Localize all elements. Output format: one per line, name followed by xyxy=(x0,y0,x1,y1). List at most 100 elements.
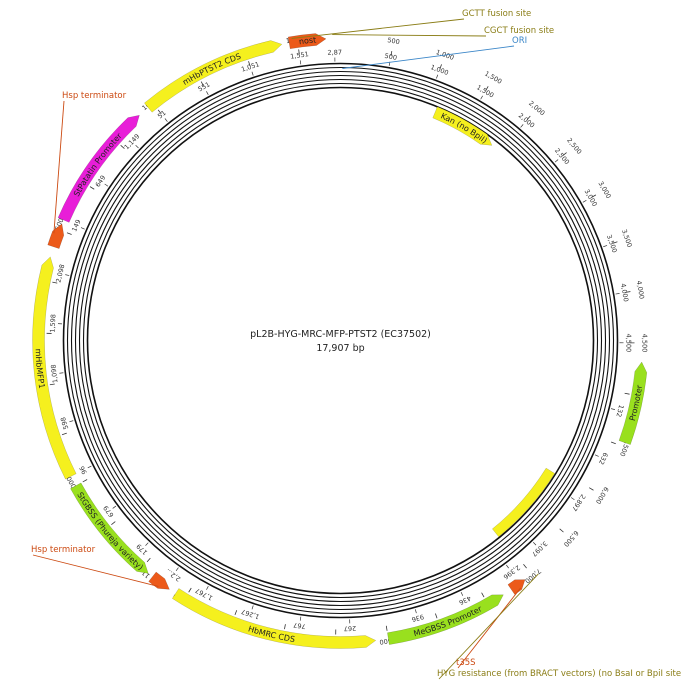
backbone-ring xyxy=(78,78,603,603)
inner-tick-mark xyxy=(615,293,620,295)
inner-tick-mark xyxy=(145,542,149,546)
outer-tick-mark xyxy=(120,144,125,149)
stgbss-feature xyxy=(70,482,149,574)
inner-tick-label: 4,500 xyxy=(624,334,632,353)
hyg-resistance-label-leader xyxy=(438,573,539,680)
outer-tick-label: 500 xyxy=(387,36,401,46)
outer-tick-label: 4,000 xyxy=(635,280,646,300)
outer-tick-mark xyxy=(625,291,631,293)
gctt-fusion-site-leader xyxy=(291,18,465,39)
outer-tick-label: 1,500 xyxy=(483,70,503,86)
inner-tick-mark xyxy=(69,420,74,423)
backbone-ring xyxy=(74,74,607,607)
inner-tick-label: 51 xyxy=(156,109,167,120)
inner-tick-mark xyxy=(582,200,587,203)
t35s-label: t35S xyxy=(456,658,476,668)
hsp-terminator-bottom-label-leader xyxy=(32,554,159,587)
inner-tick-label: 267 xyxy=(344,624,357,632)
inner-tick-label: 4,000 xyxy=(619,283,630,303)
inner-tick-label: 3,097 xyxy=(530,539,549,558)
outer-tick-label: 3,000 xyxy=(597,180,613,200)
hsp-terminator-top-feature xyxy=(47,223,65,249)
inner-tick-label: 2,098 xyxy=(54,263,66,283)
inner-tick-mark xyxy=(104,183,109,187)
stpatatin-promoter-feature xyxy=(57,114,140,223)
inner-tick-mark xyxy=(251,605,254,610)
kan-feature xyxy=(432,106,493,146)
inner-tick-mark xyxy=(460,591,464,596)
inner-tick-label: 2,500 xyxy=(553,147,571,166)
inner-tick-label: 1,267 xyxy=(240,607,260,620)
mhbptst2-cds-feature xyxy=(144,40,283,113)
outer-tick-mark xyxy=(385,625,388,631)
inner-tick-label: 3,500 xyxy=(605,234,619,254)
hbmrc-cds-feature xyxy=(171,588,377,649)
gctt-fusion-site: GCTT fusion site xyxy=(462,9,531,19)
nost-label: nost xyxy=(298,35,316,46)
plasmid-size: 17,907 bp xyxy=(316,343,364,354)
inner-tick-label: 1,051 xyxy=(240,60,260,73)
inner-tick-mark xyxy=(206,586,209,590)
inner-tick-label: 2,87 xyxy=(327,48,342,56)
outer-tick-mark xyxy=(559,528,564,533)
outer-tick-label: 6,000 xyxy=(594,485,610,505)
inner-tick-label: 936 xyxy=(411,612,425,623)
backbone-ring xyxy=(82,82,599,599)
inner-tick-mark xyxy=(112,505,117,509)
outer-tick-mark xyxy=(481,592,485,598)
hsp-terminator-top-label: Hsp terminator xyxy=(62,91,127,101)
inner-tick-label: 679 xyxy=(102,504,116,519)
outer-tick-mark xyxy=(485,86,489,91)
inner-tick-label: 1,000 xyxy=(429,63,449,77)
outer-tick-mark xyxy=(624,392,630,395)
inner-tick-mark xyxy=(436,74,439,79)
megbss-promoter-feature xyxy=(387,594,504,645)
outer-tick-label: 2,500 xyxy=(565,136,583,155)
outer-tick-mark xyxy=(66,232,72,235)
inner-tick-mark xyxy=(251,71,254,76)
backbone-ring xyxy=(70,70,611,611)
outer-tick-label: 3,500 xyxy=(620,228,634,248)
hsp-terminator-bottom-label: Hsp terminator xyxy=(31,545,96,555)
inner-tick-mark xyxy=(80,227,85,230)
inner-tick-mark xyxy=(164,118,168,122)
inner-tick-label: 436 xyxy=(458,594,473,607)
backbone-rings xyxy=(62,62,619,619)
inner-tick-mark xyxy=(532,541,537,546)
hbmrc-cds-label-text: HbMRC CDS xyxy=(247,624,296,644)
inner-tick-label: 632 xyxy=(597,451,609,466)
outer-tick-mark xyxy=(234,610,238,616)
backbone-ring xyxy=(62,62,619,619)
inner-tick-mark xyxy=(520,124,524,128)
inner-tick-mark xyxy=(299,60,302,65)
stgbss-label: StGBSS (Phureja variety) xyxy=(75,491,145,572)
inner-tick-mark xyxy=(603,245,608,248)
stgbss-label-text: StGBSS (Phureja variety) xyxy=(75,491,145,572)
outer-tick-mark xyxy=(157,109,162,115)
inner-tick-label: 598 xyxy=(59,416,70,430)
outer-tick-mark xyxy=(111,521,116,526)
outer-tick-mark xyxy=(435,613,438,619)
inner-tick-mark xyxy=(414,609,417,614)
outer-tick-mark xyxy=(390,50,393,57)
inner-tick-label: 2,000 xyxy=(517,111,536,129)
mhbptst2-cds-label: mHbPTST2 CDS xyxy=(181,52,242,87)
inner-tick-mark xyxy=(480,95,483,100)
outer-tick-mark xyxy=(61,432,67,436)
outer-tick-mark xyxy=(89,186,95,190)
inner-tick-mark xyxy=(570,497,575,501)
ori-leader xyxy=(342,45,515,69)
nost-label-text: nost xyxy=(298,35,316,46)
inner-tick-label: 1,098 xyxy=(49,364,59,383)
inner-tick-label: 149 xyxy=(70,218,82,233)
outer-tick-label: 6,500 xyxy=(562,529,580,548)
outer-tick-mark xyxy=(523,563,527,569)
cgct-fusion-site-leader xyxy=(332,34,487,37)
inner-tick-label: 3,000 xyxy=(583,188,599,208)
outer-tick-mark xyxy=(588,487,594,491)
backbone-ring xyxy=(86,86,595,595)
outer-tick-mark xyxy=(610,441,616,445)
mhbmfp1-feature xyxy=(32,256,77,480)
